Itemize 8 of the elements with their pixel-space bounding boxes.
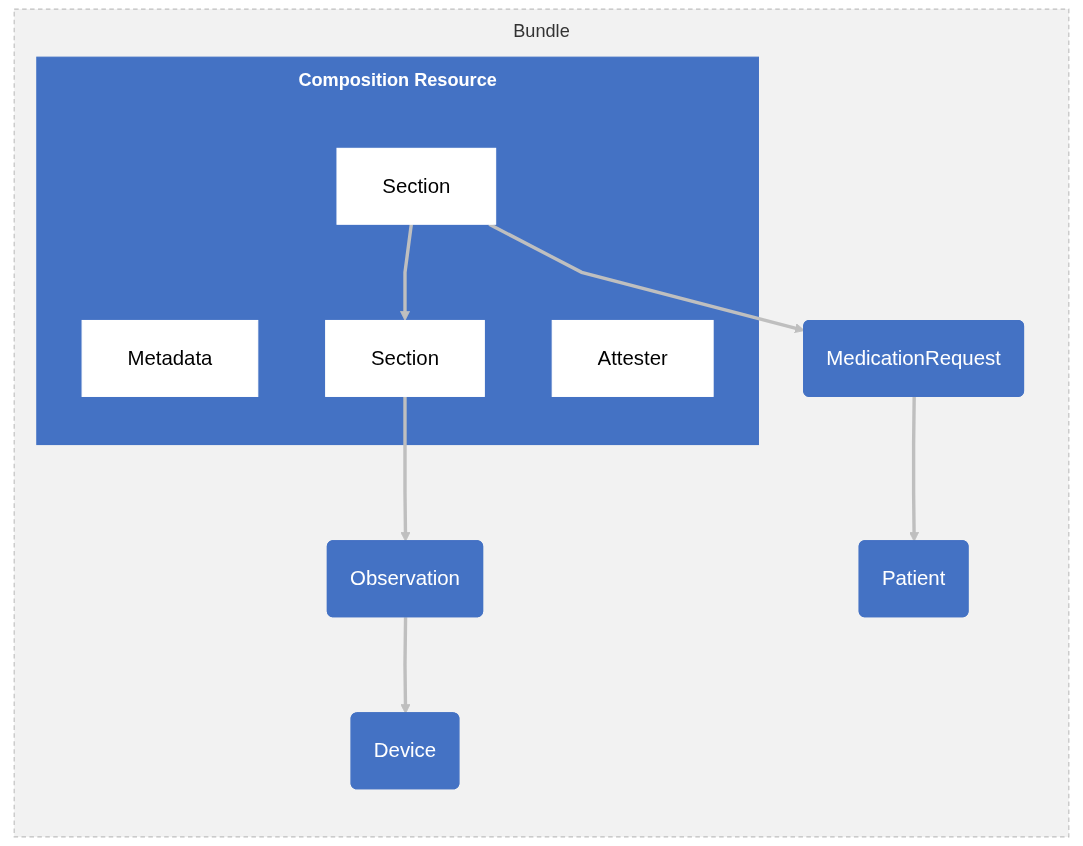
node-box: Attester — [551, 319, 714, 397]
arrow — [400, 224, 413, 321]
arrow — [909, 396, 920, 542]
arrow — [400, 617, 411, 714]
node-box: Metadata — [81, 319, 259, 397]
node-box: Section — [325, 319, 485, 397]
node-box: Section — [336, 147, 497, 225]
arrow — [400, 396, 411, 542]
